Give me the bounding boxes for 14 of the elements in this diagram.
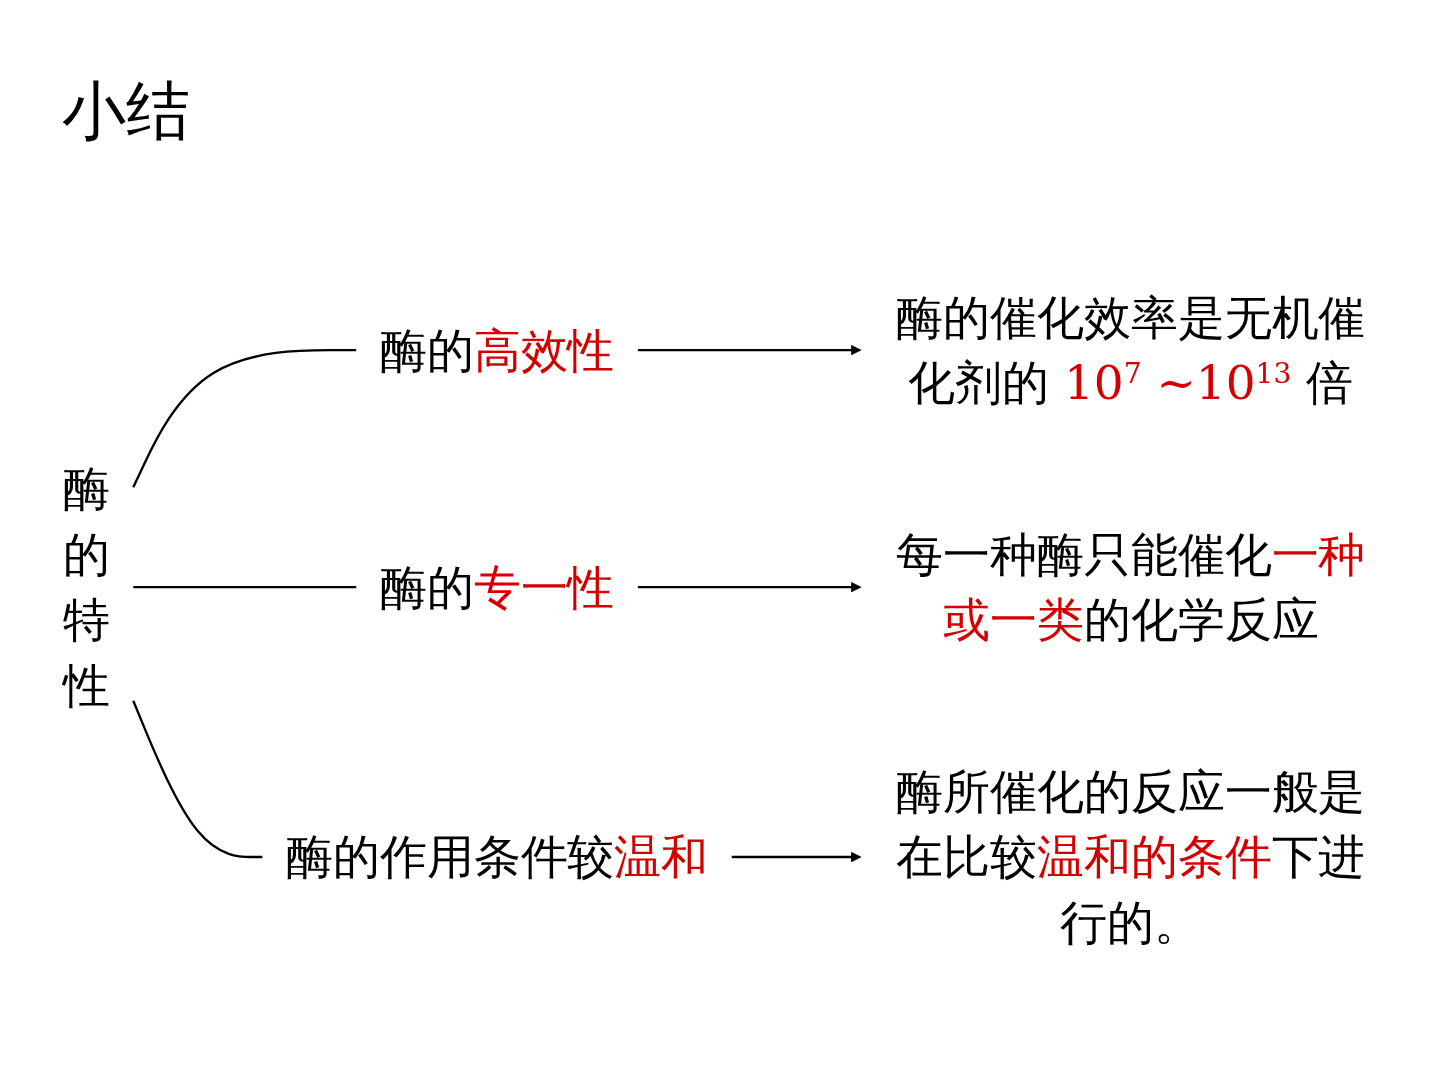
node-text: 酶所催化的反应一般是在比较温和的条件下进行的。 bbox=[896, 764, 1366, 950]
arrow bbox=[637, 582, 862, 593]
node-text: 酶的高效性 bbox=[379, 323, 615, 378]
node-text: 每一种酶只能催化一种或一类的化学反应 bbox=[896, 527, 1366, 647]
connector bbox=[132, 348, 357, 488]
title: 小结 bbox=[62, 73, 190, 150]
node-text: 酶的专一性 bbox=[379, 560, 615, 615]
arrow bbox=[637, 344, 862, 356]
connector bbox=[133, 585, 357, 589]
node-text: 酶的催化效率是无机催化剂的 10$^{7}$ ~10$^{13}$ 倍 bbox=[896, 290, 1366, 410]
node-text: 酶的作用条件较温和 bbox=[285, 830, 709, 885]
node-text: 酶的特性 bbox=[62, 461, 110, 713]
arrow bbox=[731, 851, 862, 863]
connector bbox=[132, 700, 263, 859]
